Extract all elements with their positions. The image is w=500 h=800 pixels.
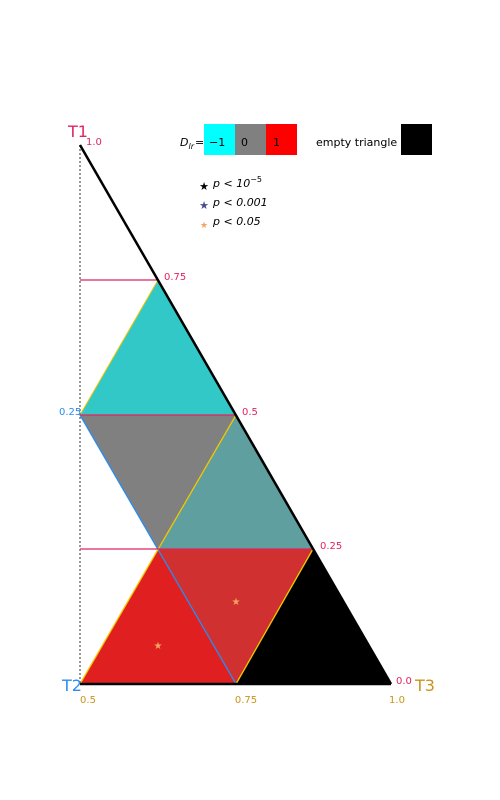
tick-label-t1: 0.75 bbox=[164, 272, 186, 283]
triangle-mid-right-teal bbox=[158, 415, 313, 549]
legend-swatch-label: −1 bbox=[209, 136, 225, 149]
legend-star-icon: ★ bbox=[200, 221, 208, 231]
legend-significance: ★ p < 10−5 ★ p < 0.001 ★ p < 0.05 bbox=[199, 175, 268, 231]
triangle-low-mid-red bbox=[158, 549, 313, 684]
legend-significance-label: p < 0.001 bbox=[212, 196, 268, 209]
legend-empty-swatch bbox=[401, 124, 432, 155]
legend-swatch bbox=[266, 124, 297, 155]
triangle-upper-cyan bbox=[79, 279, 237, 416]
legend-significance-label: p < 0.05 bbox=[212, 215, 261, 228]
triangle-low-right-empty bbox=[236, 549, 391, 684]
legend-empty: empty triangle bbox=[316, 124, 432, 155]
tick-label-t1: 0.5 bbox=[242, 407, 258, 418]
legend-swatch-label: 0 bbox=[241, 136, 248, 149]
tick-label-t1: 1.0 bbox=[86, 137, 102, 148]
tick-label-t3: 0.75 bbox=[235, 695, 257, 706]
legend-swatch bbox=[204, 124, 235, 155]
grid-line-yellow bbox=[235, 548, 314, 685]
legend-empty-label: empty triangle bbox=[316, 136, 397, 149]
corner-label-t2: T2 bbox=[61, 676, 82, 695]
legend-dlr-label: Dlr= bbox=[180, 136, 204, 151]
tick-label-t3: 0.5 bbox=[80, 695, 96, 706]
tick-label-t3: 1.0 bbox=[389, 695, 405, 706]
legend-significance-label: p < 10−5 bbox=[212, 175, 262, 190]
legend-star-icon: ★ bbox=[199, 180, 209, 193]
tick-label-t1: 0.0 bbox=[396, 676, 412, 687]
legend-star-icon: ★ bbox=[199, 199, 209, 212]
legend-swatch-label: 1 bbox=[273, 136, 280, 149]
legend-swatch bbox=[235, 124, 266, 155]
triangle-low-left-red bbox=[80, 549, 236, 684]
significance-marker: ★ bbox=[154, 641, 163, 652]
significance-marker: ★ bbox=[232, 597, 241, 608]
corner-label-t3: T3 bbox=[414, 676, 435, 695]
tick-label-t2: 0.25 bbox=[59, 407, 81, 418]
corner-label-t1: T1 bbox=[67, 122, 88, 141]
triangle-mid-left-grey bbox=[80, 415, 236, 549]
legend-dlr: Dlr= −1 0 1 bbox=[180, 124, 297, 155]
tick-label-t1: 0.25 bbox=[320, 541, 342, 552]
hypotenuse bbox=[78, 144, 393, 685]
